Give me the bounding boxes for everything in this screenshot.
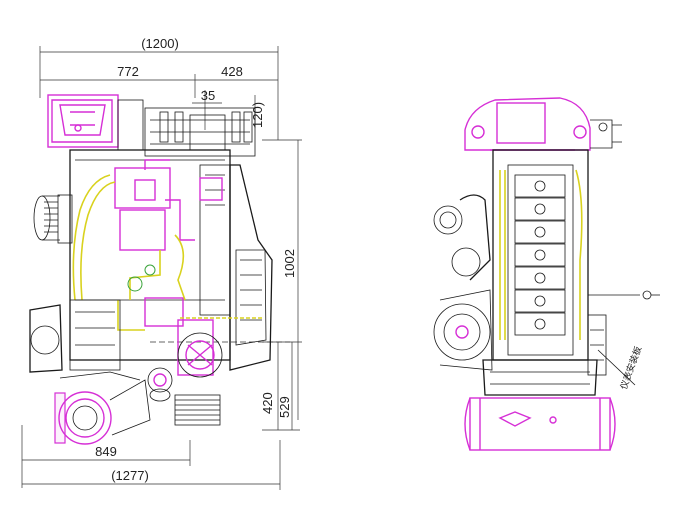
cylinder-heads [514,174,566,336]
crank-pulley [149,388,221,426]
dim-overall-width: (1200) [141,36,179,51]
front-pulley [433,289,493,371]
sensor-fitting [588,290,660,300]
heat-exchanger [464,397,616,451]
dim-right-width: 428 [221,64,243,79]
exhaust-elbow [54,371,151,445]
dim-height-529: 529 [277,396,292,418]
dim-left-width: 772 [117,64,139,79]
dim-height-420: 420 [260,392,275,414]
dim-120: 120) [250,102,265,128]
dim-height-1002: 1002 [282,249,297,278]
annotation-instrument-panel: 仪表安装板 [618,345,645,391]
top-manifold [464,97,591,151]
injector-row [159,111,253,143]
fuel-lines [72,174,262,331]
dim-bottom-overall: (1277) [111,468,149,483]
front-turbo [433,194,491,281]
fuel-system [114,159,223,376]
dim-bottom-width: 849 [95,444,117,459]
intake-manifold [47,94,119,148]
turbocharger [33,194,73,244]
alternator [147,332,223,393]
dim-35: 35 [201,88,215,103]
front-view [433,97,660,451]
dimension-lines [21,46,302,490]
side-view [29,94,273,445]
